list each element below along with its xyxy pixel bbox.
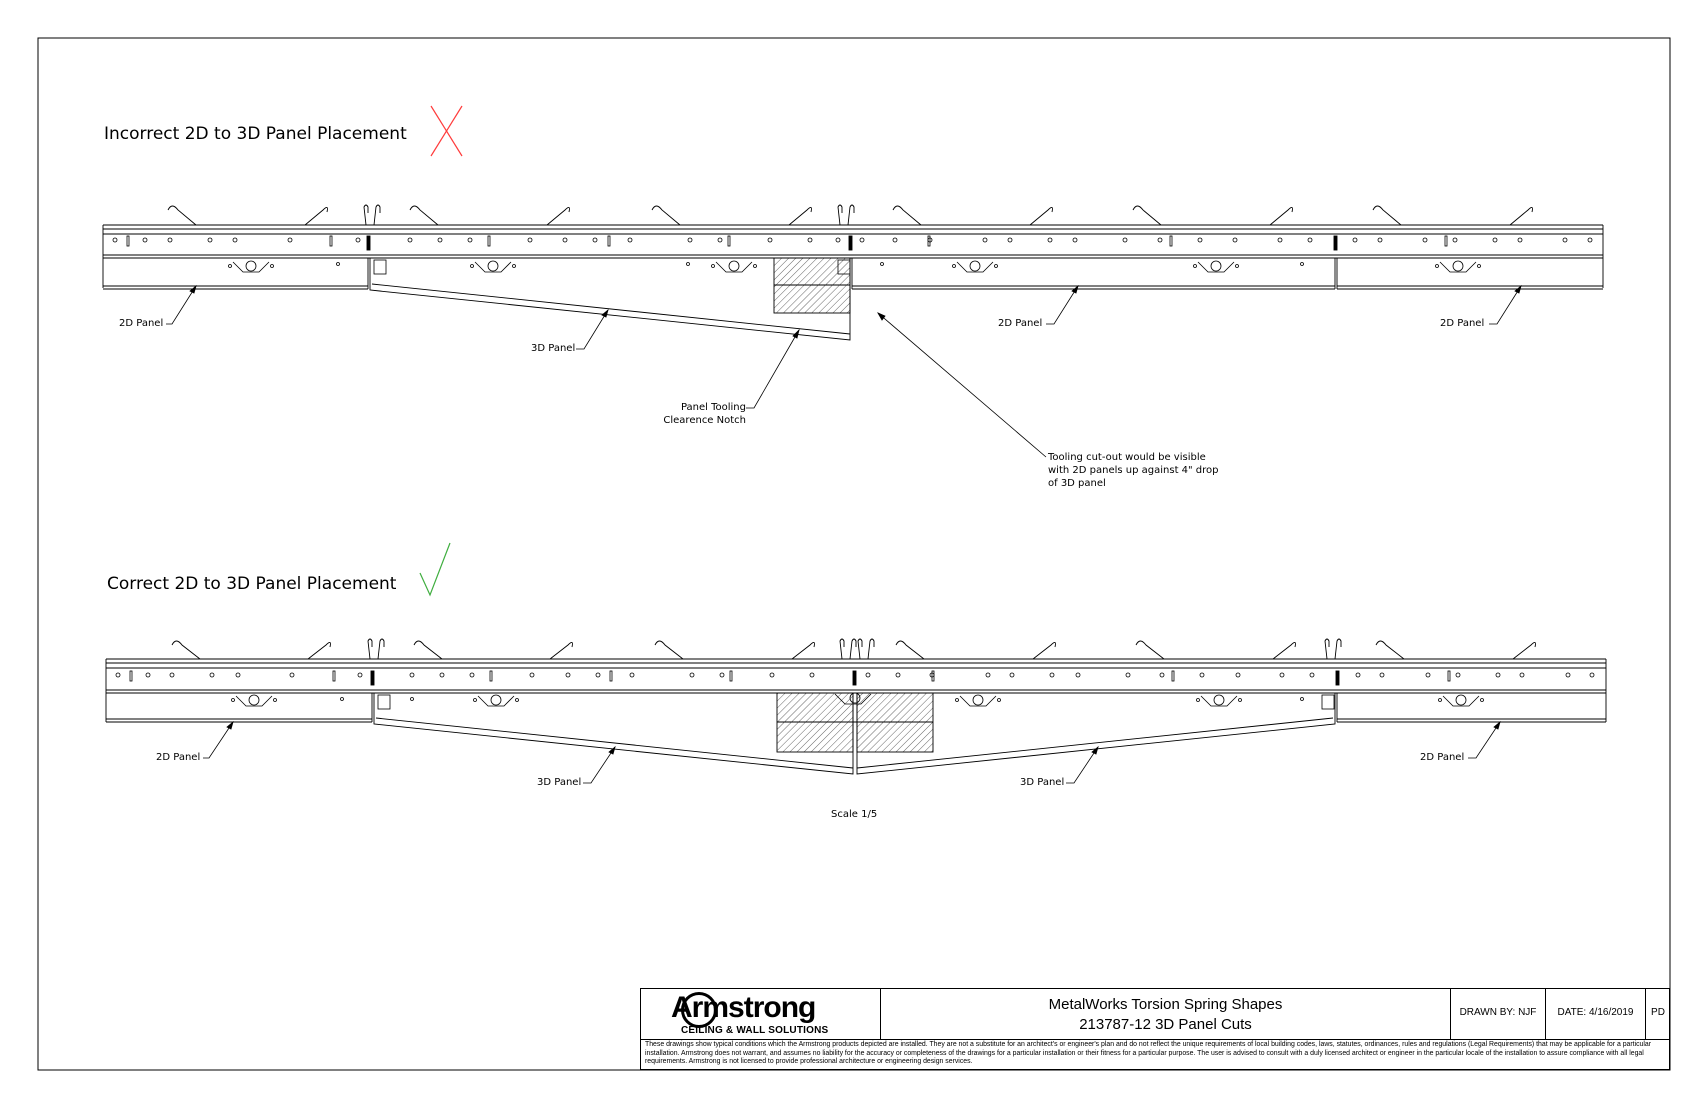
drawing-title-line1: MetalWorks Torsion Spring Shapes xyxy=(1048,996,1283,1013)
x-mark-icon xyxy=(430,105,463,157)
tooling-note-line3: of 3D panel xyxy=(1048,478,1106,489)
drawing-title-line2: 213787-12 3D Panel Cuts xyxy=(1079,1016,1252,1033)
incorrect-3d-panel-label: 3D Panel xyxy=(531,343,576,354)
incorrect-leaders xyxy=(166,284,1522,458)
notch-label-line2: Clearence Notch xyxy=(663,415,746,426)
incorrect-2d-panel-left-label: 2D Panel xyxy=(119,318,164,329)
drawn-by-cell: DRAWN BY: NJF xyxy=(1451,989,1546,1039)
correct-title: Correct 2D to 3D Panel Placement xyxy=(107,574,397,594)
disclaimer-text: These drawings show typical conditions w… xyxy=(641,1039,1669,1070)
incorrect-2d-panel-mid-label: 2D Panel xyxy=(998,318,1043,329)
armstrong-logo: Armstrong xyxy=(671,991,816,1024)
tooling-note-line1: Tooling cut-out would be visible xyxy=(1048,452,1206,463)
drawing-code: PD xyxy=(1651,1007,1665,1018)
logo-cell: Armstrong CEILING & WALL SOLUTIONS xyxy=(641,989,881,1039)
correct-assembly xyxy=(105,638,1607,775)
correct-2d-panel-left-label: 2D Panel xyxy=(156,752,201,763)
correct-3d-panel-right-label: 3D Panel xyxy=(1020,777,1065,788)
drawing-date: DATE: 4/16/2019 xyxy=(1557,1007,1634,1018)
correct-2d-panel-right-label: 2D Panel xyxy=(1420,752,1465,763)
sheet-border xyxy=(37,37,1671,1071)
notch-label-line1: Panel Tooling xyxy=(680,402,746,413)
date-cell: DATE: 4/16/2019 xyxy=(1546,989,1646,1039)
logo-tagline: CEILING & WALL SOLUTIONS xyxy=(681,1025,829,1036)
correct-leaders xyxy=(203,720,1501,784)
tooling-note: Tooling cut-out would be visible with 2D… xyxy=(1048,451,1228,490)
incorrect-2d-panel-right-label: 2D Panel xyxy=(1440,318,1485,329)
check-mark-icon xyxy=(419,542,451,597)
logo-ring-icon xyxy=(681,992,717,1028)
drawn-by: DRAWN BY: NJF xyxy=(1459,1007,1537,1018)
code-cell: PD xyxy=(1646,989,1670,1039)
drawing-title-cell: MetalWorks Torsion Spring Shapes 213787-… xyxy=(881,989,1451,1039)
tooling-note-line2: with 2D panels up against 4" drop xyxy=(1048,465,1219,476)
title-block: Armstrong CEILING & WALL SOLUTIONS Metal… xyxy=(640,988,1670,1070)
correct-3d-panel-left-label: 3D Panel xyxy=(537,777,582,788)
scale-label: Scale 1/5 xyxy=(831,809,878,820)
incorrect-title: Incorrect 2D to 3D Panel Placement xyxy=(104,124,407,144)
incorrect-assembly xyxy=(102,204,1604,341)
